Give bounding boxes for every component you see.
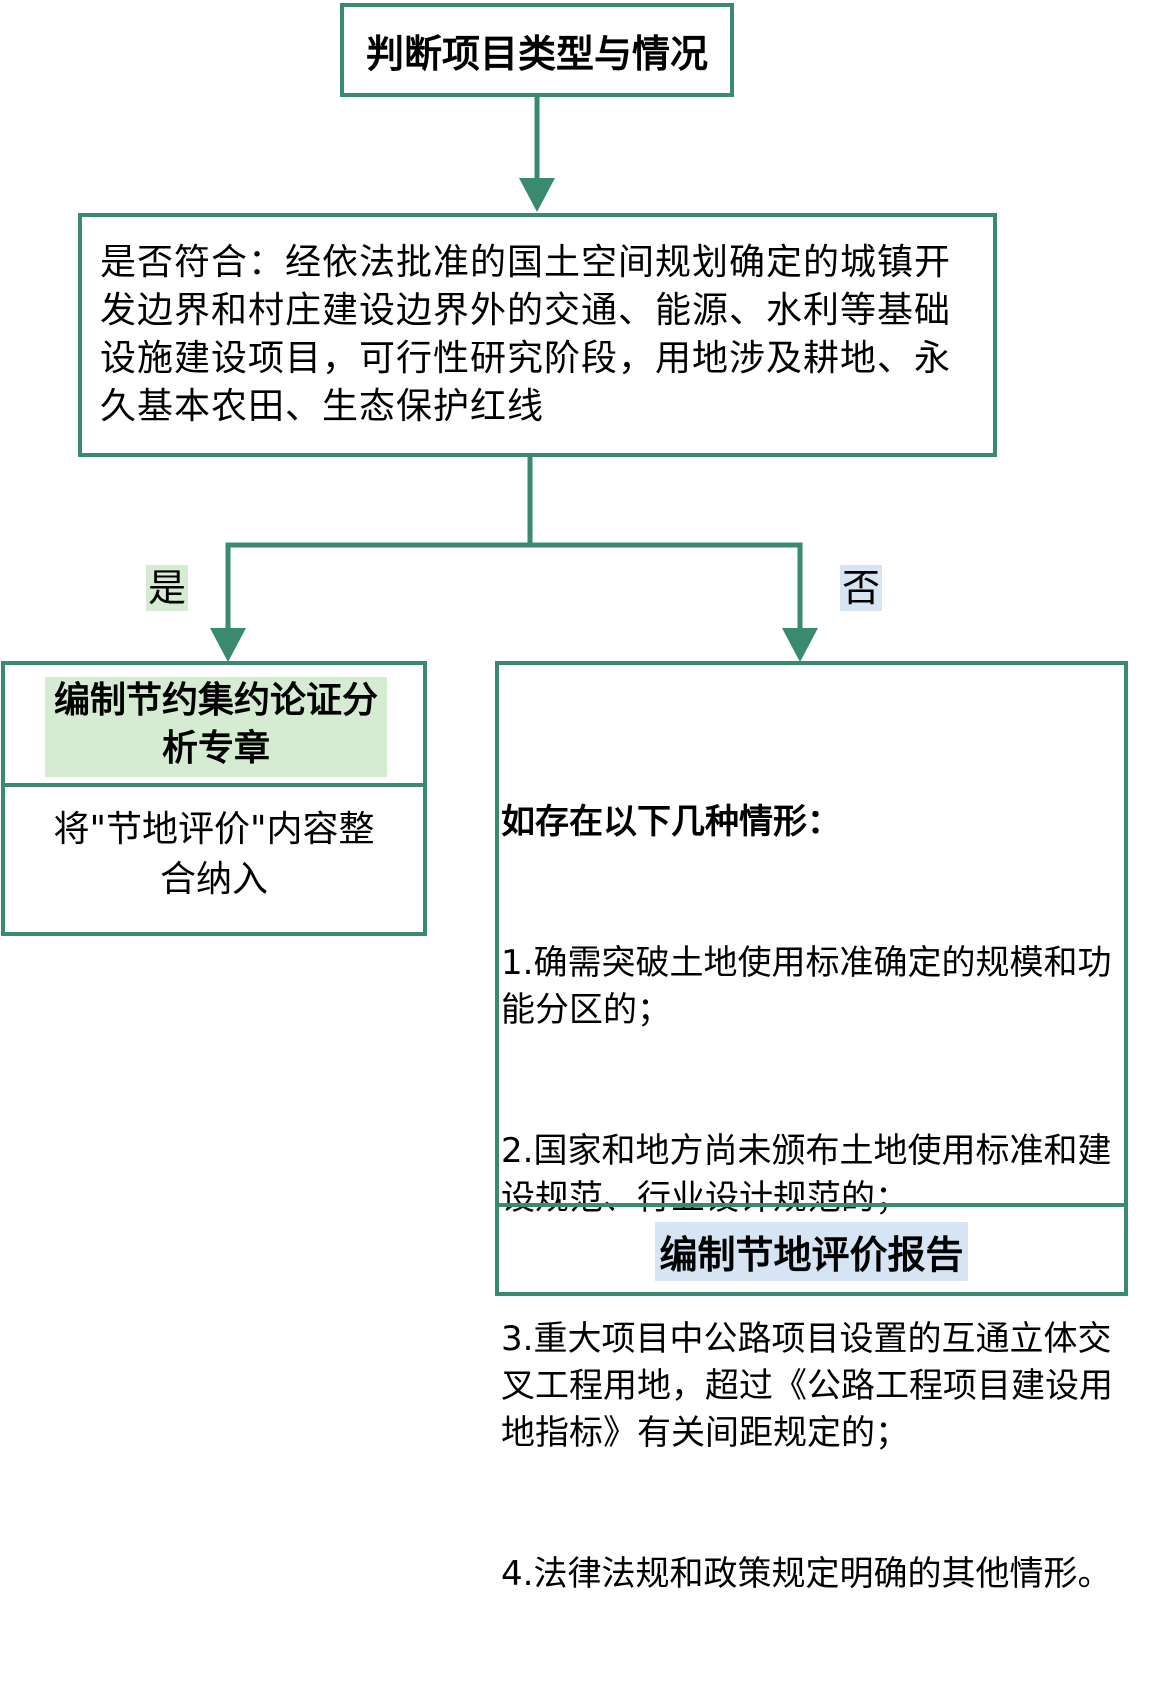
connector-lines	[210, 95, 818, 662]
right-box-item: 4.法律法规和政策规定明确的其他情形。	[501, 1554, 1112, 1594]
connector-branch	[225, 542, 803, 640]
right-box-footer: 编制节地评价报告	[499, 1207, 1124, 1296]
no-label: 否	[840, 565, 883, 611]
question-box: 是否符合：经依法批准的国土空间规划确定的城镇开发边界和村庄建设边界外的交通、能源…	[78, 213, 997, 457]
left-outcome-box: 编制节约集约论证分析专章 将"节地评价"内容整合纳入	[1, 661, 427, 936]
top-box-text: 判断项目类型与情况	[365, 31, 708, 76]
right-box-item: 1.确需突破土地使用标准确定的规模和功能分区的；	[501, 943, 1112, 1030]
right-box-content: 如存在以下几种情形： 1.确需突破土地使用标准确定的规模和功能分区的； 2.国家…	[501, 705, 1124, 1692]
top-box: 判断项目类型与情况	[340, 3, 734, 97]
arrowhead-down-icon	[782, 628, 818, 662]
right-box-heading: 如存在以下几种情形：	[501, 802, 841, 842]
right-box-item: 3.重大项目中公路项目设置的互通立体交叉工程用地，超过《公路工程项目建设用地指标…	[501, 1319, 1113, 1453]
left-box-body: 将"节地评价"内容整合纳入	[53, 809, 375, 900]
question-box-text: 是否符合：经依法批准的国土空间规划确定的城镇开发边界和村庄建设边界外的交通、能源…	[100, 242, 952, 427]
arrowhead-down-icon	[210, 628, 246, 662]
yes-label: 是	[146, 565, 189, 611]
right-box-divider	[499, 1203, 1124, 1207]
right-box-item: 2.国家和地方尚未颁布土地使用标准和建设规范、行业设计规范的；	[501, 1131, 1112, 1218]
right-outcome-box: 如存在以下几种情形： 1.确需突破土地使用标准确定的规模和功能分区的； 2.国家…	[495, 661, 1128, 1594]
right-box-footer-text: 编制节地评价报告	[655, 1222, 968, 1281]
arrowhead-down-icon	[519, 178, 555, 212]
left-box-heading: 编制节约集约论证分析专章	[45, 677, 387, 777]
left-box-divider	[5, 783, 423, 787]
